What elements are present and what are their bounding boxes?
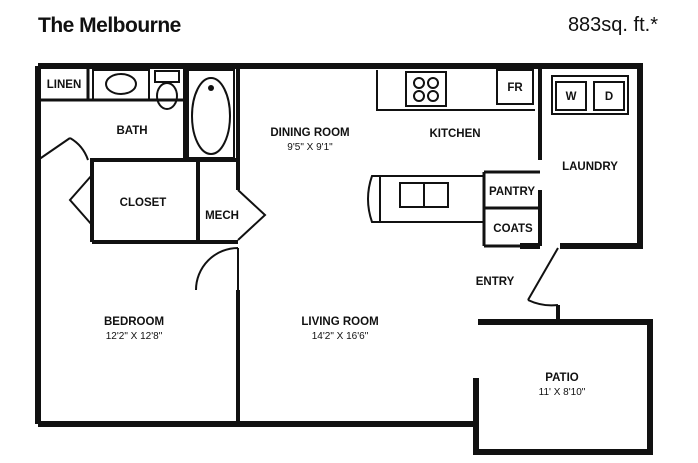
room-labels: LINEN BATH CLOSET MECH DINING ROOM 9'5" … [47, 79, 618, 398]
label-kitchen: KITCHEN [429, 128, 480, 140]
label-mech: MECH [205, 210, 239, 222]
label-washer: W [566, 91, 577, 103]
label-bedroom: BEDROOM [104, 316, 164, 328]
outer-walls [35, 63, 643, 427]
dims-dining-room: 9'5" X 9'1" [287, 142, 333, 153]
label-coats: COATS [493, 223, 533, 235]
label-entry: ENTRY [476, 276, 515, 288]
label-closet: CLOSET [120, 197, 167, 209]
label-patio: PATIO [545, 372, 578, 384]
label-bath: BATH [116, 125, 147, 137]
label-dining-room: DINING ROOM [270, 127, 349, 139]
label-dryer: D [605, 91, 613, 103]
dims-living-room: 14'2" X 16'6" [312, 331, 369, 342]
patio-walls [473, 305, 653, 455]
doors [37, 137, 559, 307]
square-footage: 883sq. ft.* [567, 14, 658, 36]
interior-walls [38, 66, 542, 424]
label-living-room: LIVING ROOM [301, 316, 378, 328]
label-linen: LINEN [47, 79, 82, 91]
dims-patio: 11' X 8'10" [539, 387, 586, 398]
fixtures [92, 69, 629, 223]
label-pantry: PANTRY [489, 186, 535, 198]
label-laundry: LAUNDRY [562, 161, 618, 173]
label-fridge: FR [507, 82, 523, 94]
dims-bedroom: 12'2" X 12'8" [106, 331, 163, 342]
plan-title: The Melbourne [38, 14, 181, 37]
